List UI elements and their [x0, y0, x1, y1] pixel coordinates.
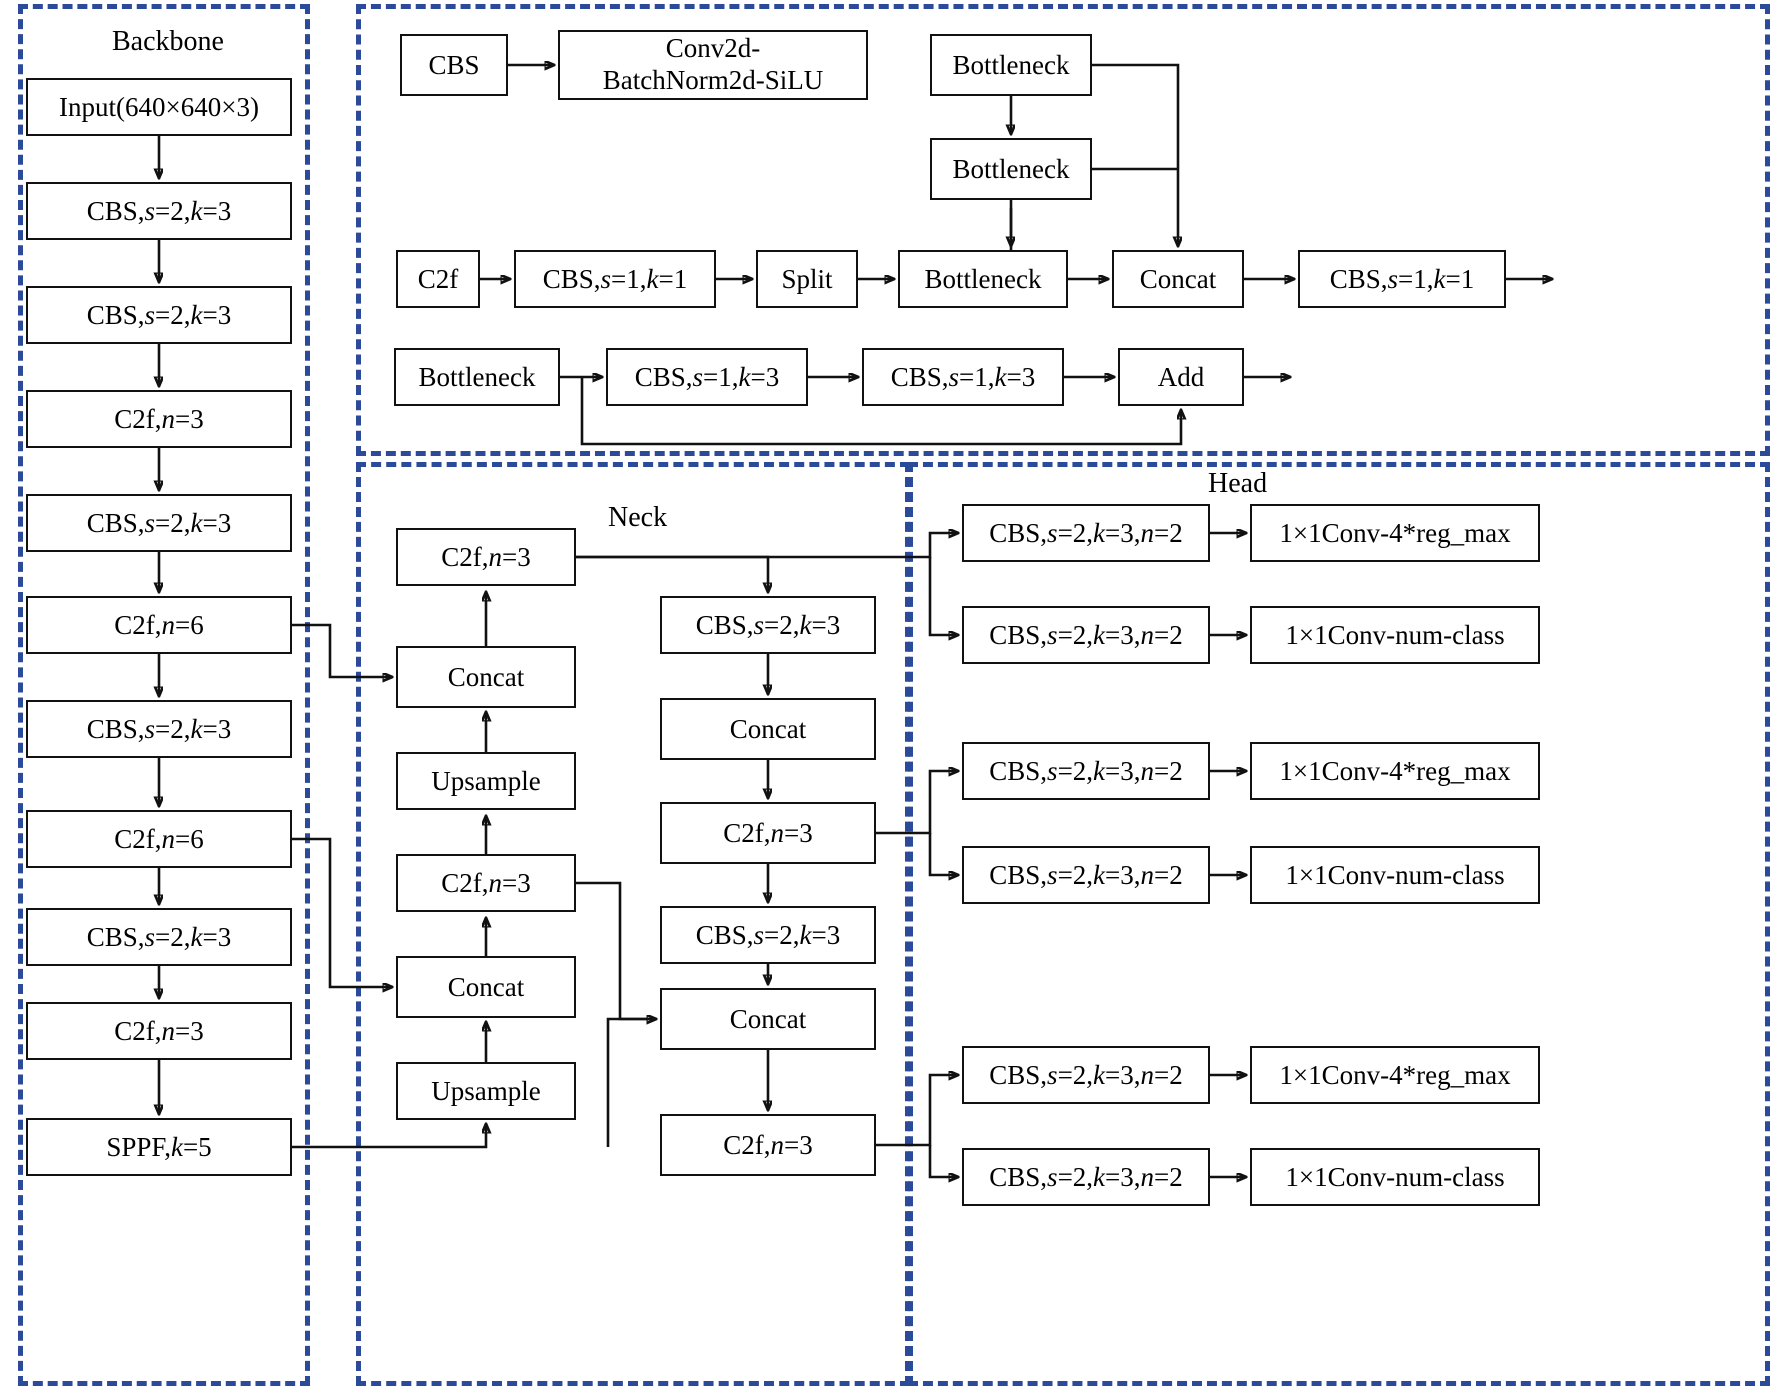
backbone-node-c2f-4: C2f,n=3	[26, 1002, 292, 1060]
head-g1-reg-out: 1×1Conv-4*reg_max	[1250, 504, 1540, 562]
legend-cbs-expansion: Conv2d- BatchNorm2d-SiLU	[558, 30, 868, 100]
backbone-node-cbs-3: CBS,s=2,k=3	[26, 494, 292, 552]
head-g3-cls-out: 1×1Conv-num-class	[1250, 1148, 1540, 1206]
backbone-node-sppf: SPPF,k=5	[26, 1118, 292, 1176]
neck-right-cbs-top: CBS,s=2,k=3	[660, 596, 876, 654]
neck-left-upsample-top: Upsample	[396, 752, 576, 810]
backbone-node-cbs-2: CBS,s=2,k=3	[26, 286, 292, 344]
legend-c2f-cbs-1: CBS,s=1,k=1	[514, 250, 716, 308]
sppf-to-neck-upsample-bottom	[292, 1124, 486, 1149]
backbone-node-c2f-2: C2f,n=6	[26, 596, 292, 654]
neck-section-label: Neck	[608, 502, 668, 533]
head-g2-reg-out: 1×1Conv-4*reg_max	[1250, 742, 1540, 800]
legend-c2f-branch-bottleneck-1: Bottleneck	[930, 34, 1092, 96]
head-connectors	[1210, 533, 1246, 1177]
legend-bottleneck-cbs-1: CBS,s=1,k=3	[606, 348, 808, 406]
head-g3-cls-cbs: CBS,s=2,k=3,n=2	[962, 1148, 1210, 1206]
legend-c2f-concat: Concat	[1112, 250, 1244, 308]
backbone-node-c2f-1: C2f,n=3	[26, 390, 292, 448]
legend-c2f-bottleneck: Bottleneck	[898, 250, 1068, 308]
head-g1-reg-cbs: CBS,s=2,k=3,n=2	[962, 504, 1210, 562]
neck-right-c2f-bottom: C2f,n=3	[660, 1114, 876, 1176]
legend-c2f-node: C2f	[396, 250, 480, 308]
head-g1-cls-out: 1×1Conv-num-class	[1250, 606, 1540, 664]
head-g1-cls-cbs: CBS,s=2,k=3,n=2	[962, 606, 1210, 664]
sppf-to-neck-right-concat-bottom	[606, 1019, 656, 1147]
legend-cbs-node: CBS	[400, 34, 508, 96]
backbone-node-cbs-1: CBS,s=2,k=3	[26, 182, 292, 240]
neck-left-c2f-top: C2f,n=3	[396, 528, 576, 586]
legend-c2f-split: Split	[756, 250, 858, 308]
backbone-node-cbs-4: CBS,s=2,k=3	[26, 700, 292, 758]
neck-left-concat-top: Concat	[396, 646, 576, 708]
neck-right-c2f-top: C2f,n=3	[660, 802, 876, 864]
head-g2-cls-cbs: CBS,s=2,k=3,n=2	[962, 846, 1210, 904]
legend-bottleneck-cbs-2: CBS,s=1,k=3	[862, 348, 1064, 406]
neck-left-c2f-mid: C2f,n=3	[396, 854, 576, 912]
head-g2-cls-out: 1×1Conv-num-class	[1250, 846, 1540, 904]
head-g2-reg-cbs: CBS,s=2,k=3,n=2	[962, 742, 1210, 800]
neck-right-c2f-top-to-head-g2	[876, 771, 958, 835]
legend-bottleneck-add: Add	[1118, 348, 1244, 406]
neck-right-concat-bottom: Concat	[660, 988, 876, 1050]
head-frame	[908, 462, 1770, 1386]
neck-right-concat-top: Concat	[660, 698, 876, 760]
neck-right-c2f-top-to-head-g2-cls	[928, 833, 958, 875]
skip-c2f-6b-to-neck-concat-bottom	[292, 837, 392, 987]
branch-bottleneck-1-to-concat	[1092, 63, 1178, 246]
skip-c2f-6a-to-neck-concat-top	[292, 623, 392, 677]
head-g3-reg-out: 1×1Conv-4*reg_max	[1250, 1046, 1540, 1104]
legend-bottleneck-node: Bottleneck	[394, 348, 560, 406]
neck-right-cbs-bottom: CBS,s=2,k=3	[660, 906, 876, 964]
head-section-label: Head	[1208, 468, 1268, 499]
neck-top-c2f-to-head-g1-cls	[928, 557, 958, 635]
neck-left-upsample-bottom: Upsample	[396, 1062, 576, 1120]
backbone-node-cbs-5: CBS,s=2,k=3	[26, 908, 292, 966]
backbone-node-c2f-3: C2f,n=6	[26, 810, 292, 868]
legend-c2f-cbs-2: CBS,s=1,k=1	[1298, 250, 1506, 308]
neck-left-concat-bottom: Concat	[396, 956, 576, 1018]
head-g3-reg-cbs: CBS,s=2,k=3,n=2	[962, 1046, 1210, 1104]
backbone-section-label: Backbone	[112, 26, 224, 57]
neck-top-c2f-to-head-g1	[576, 533, 958, 559]
neck-left-c2f-mid-to-right-concat	[576, 881, 656, 1021]
neck-top-c2f-to-right-cbs	[576, 555, 768, 592]
neck-right-c2f-bottom-to-head-g3-cls	[928, 1145, 958, 1177]
backbone-node-input: Input(640×640×3)	[26, 78, 292, 136]
legend-c2f-branch-bottleneck-2: Bottleneck	[930, 138, 1092, 200]
neck-right-c2f-bottom-to-head-g3	[876, 1075, 958, 1147]
